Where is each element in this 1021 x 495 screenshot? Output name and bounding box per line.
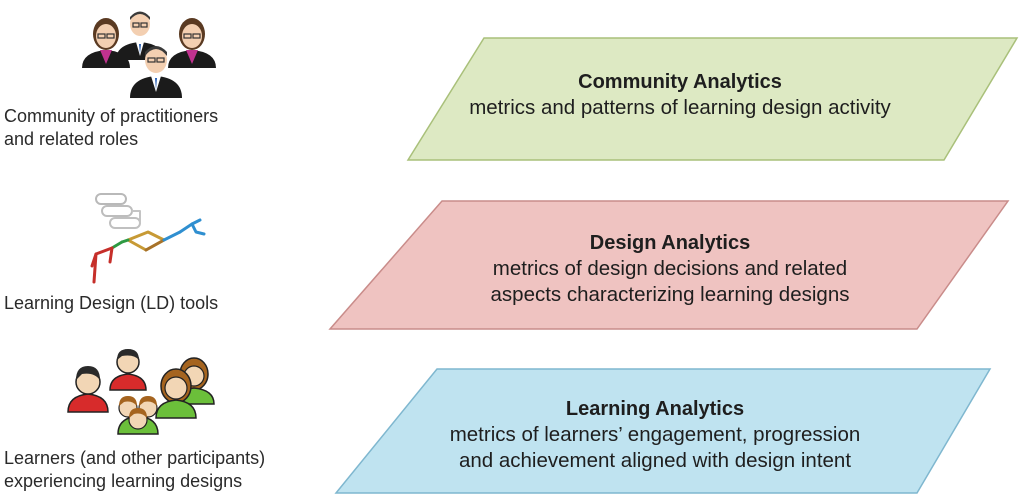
design-analytics-title: Design Analytics bbox=[589, 232, 751, 254]
community-role-label: Community of practitioners and related r… bbox=[4, 105, 218, 151]
practitioners-group-icon bbox=[82, 11, 216, 98]
learners-group-icon bbox=[67, 349, 215, 435]
learners-role-label: Learners (and other participants) experi… bbox=[4, 447, 265, 493]
community-role-label-line-2: and related roles bbox=[4, 129, 139, 149]
design-analytics-layer bbox=[328, 200, 1010, 330]
learning-analytics-title: Learning Analytics bbox=[565, 398, 745, 420]
learning-analytics-layer bbox=[334, 368, 992, 494]
community-role-label-line-1: Community of practitioners bbox=[4, 106, 219, 126]
design-tool-flowchart-icon bbox=[90, 193, 206, 284]
ld-tools-label-line-1: Learning Design (LD) tools bbox=[4, 293, 219, 313]
community-analytics-text: Community Analytics metrics and patterns… bbox=[400, 69, 960, 121]
community-analytics-layer bbox=[406, 37, 1019, 161]
learners-role-label-line-1: Learners (and other participants) bbox=[4, 448, 266, 468]
community-analytics-description: metrics and patterns of learning design … bbox=[469, 96, 891, 119]
learners-role-label-line-2: experiencing learning designs bbox=[4, 471, 243, 491]
learning-analytics-text: Learning Analytics metrics of learners’ … bbox=[370, 396, 940, 474]
ld-tools-label: Learning Design (LD) tools bbox=[4, 292, 218, 315]
learning-analytics-description-line-2: and achievement aligned with design inte… bbox=[458, 449, 852, 472]
design-analytics-text: Design Analytics metrics of design decis… bbox=[380, 230, 960, 308]
design-analytics-description-line-2: aspects characterizing learning designs bbox=[490, 283, 850, 306]
design-analytics-description-line-1: metrics of design decisions and related bbox=[492, 257, 848, 280]
community-analytics-title: Community Analytics bbox=[578, 71, 782, 93]
learning-analytics-description-line-1: metrics of learners’ engagement, progres… bbox=[449, 423, 861, 446]
